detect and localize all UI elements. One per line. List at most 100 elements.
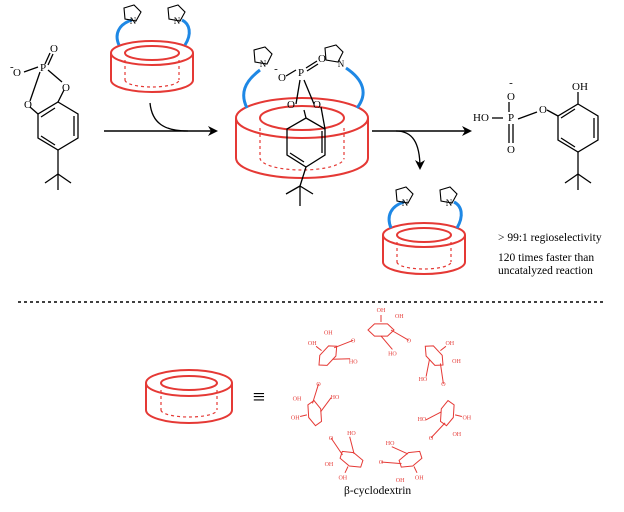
glycosidic-bond [330,437,343,456]
hydroxymethyl-bond [440,345,447,351]
glucose-unit [398,450,423,468]
reactant-oxygen-ring-left: O [24,99,32,111]
complex-phosphorus: P [298,67,304,79]
selectivity-note: > 99:1 regioselectivity [498,232,602,244]
glycosidic-bond [312,383,320,404]
secondary-hydroxyl-label: OH [293,396,302,402]
complex-linker-right [345,66,365,109]
catalyst-linker-left [115,18,133,46]
glycosidic-bond [439,363,444,384]
catalyst-imidazole-right [167,4,186,22]
complex-imidazole-left [253,46,273,65]
glycosidic-bond [380,461,402,465]
secondary-hydroxyl-label: OH [396,478,405,484]
hydroxyl-bond [349,436,355,455]
inner-hydroxyl-label: HO [419,377,428,383]
reactant-phosphorus: P [40,62,46,74]
complex-ring-top-inner [259,105,345,131]
regen-imidazole-right [439,186,458,204]
product-phosphorus: P [508,112,514,124]
hydroxymethyl-bond [315,345,322,351]
complex-ring-top-outer [235,97,369,139]
complex-benzene-ring [286,117,326,168]
regen-imidazole-n-left: N [402,198,409,208]
catalyst-ring-top-inner [124,45,180,61]
glycosidic-oxygen: O [429,436,434,442]
glycosidic-bond [333,339,354,349]
reactant-benzene-ring [37,101,79,151]
product-oxygen-ester: O [539,104,547,116]
catalyst-imidazole-n-right: N [174,16,181,26]
legend-cup-top-outer [145,369,233,397]
product-hydroxyl: HO [473,112,489,124]
regen-imidazole-n-right: N [446,198,453,208]
legend-cup-top-inner [160,375,218,391]
complex-imidazole-n-left: N [260,59,267,69]
regen-linker-left [387,200,405,229]
beta-cyclodextrin-structure: OOHHOOHOOHHOOHOOHHOOHOOHHOOHOOHHOOHOOHHO… [291,308,472,484]
secondary-hydroxyl-label: OH [324,331,333,337]
hydroxyl-label: OH [291,416,300,422]
secondary-hydroxyl-label: OH [395,314,404,320]
product-charge: - [509,77,513,89]
hydroxymethyl-bond [299,414,308,417]
reactant-charge: - [10,61,14,73]
glucose-unit [318,345,338,366]
hydroxyl-bond [425,411,442,421]
catalyst-ring-top-outer [110,40,194,66]
glucose-unit [439,399,455,427]
hydroxyl-label: OH [308,341,317,347]
hydroxymethyl-bond [344,466,349,474]
complex-oxygen-anion: O [278,72,286,84]
glucose-unit [339,450,364,468]
secondary-hydroxyl-label: OH [325,462,334,468]
complex-tbutyl-bond [299,166,307,187]
glycosidic-bond [390,329,410,341]
hydroxyl-label: OH [377,308,386,314]
glycosidic-oxygen: O [351,338,356,344]
hydroxyl-bond [425,359,430,377]
reactant-oxygen-anion: O [13,67,21,79]
glycosidic-oxygen: O [316,382,321,388]
complex-imidazole-n-right: N [338,59,345,69]
complex-imidazole-right [324,44,344,63]
curved-arrow-catalyst-out [395,130,425,170]
product-phenol: OH [572,81,588,93]
hydroxyl-bond [320,397,332,413]
curved-arrow-catalyst-in [149,102,189,132]
hydroxyl-bond [380,335,393,350]
hydroxymethyl-bond [454,414,463,417]
inner-hydroxyl-label: HO [388,351,397,357]
glucose-unit [307,399,323,427]
complex-charge: - [274,63,278,75]
catalyst-imidazole-n-left: N [130,16,137,26]
inner-hydroxyl-label: HO [331,395,340,401]
complex-oxygen-ring-right: O [313,99,321,111]
complex-oxygen-double: O [318,53,326,65]
product-benzene-ring [557,103,599,153]
inner-hydroxyl-label: HO [347,431,356,437]
rate-note-line1: 120 times faster than [498,252,595,264]
catalyst-reagent [110,4,194,93]
hydroxyl-bond [391,446,409,455]
product-oxygen-anion: O [507,91,515,103]
complex-oxygen-ring-left: O [287,99,295,111]
hydroxyl-label: OH [415,475,424,481]
equivalence-symbol: ≡ [253,384,265,409]
regen-ring-top-outer [382,222,466,248]
reactant-oxygen-ring-top: O [62,82,70,94]
glycosidic-oxygen: O [329,436,334,442]
hydroxymethyl-bond [413,466,418,474]
glucose-unit [424,345,444,366]
glycosidic-oxygen: O [441,382,446,388]
glycosidic-oxygen: O [379,460,384,466]
reactant-molecule [23,52,79,190]
inclusion-complex [235,44,369,206]
regen-ring-top-inner [396,227,452,243]
hydroxyl-label: OH [338,475,347,481]
inner-hydroxyl-label: HO [349,359,358,365]
inner-hydroxyl-label: HO [418,417,427,423]
product-molecule [492,92,599,190]
catalyst-imidazole-left [123,4,142,22]
